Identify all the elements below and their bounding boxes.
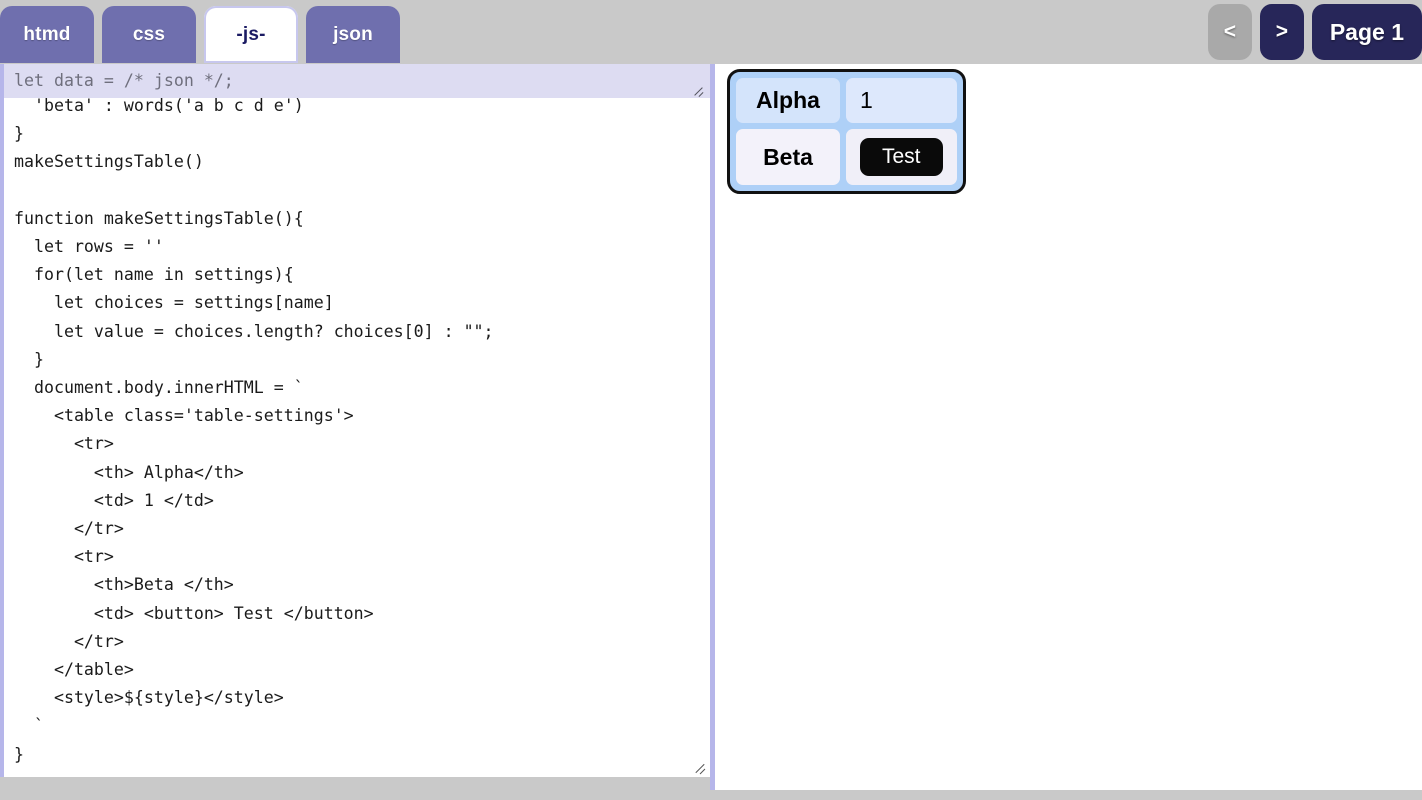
code-editor-textarea[interactable] — [4, 64, 710, 777]
next-page-button[interactable]: > — [1259, 4, 1304, 60]
tab-js[interactable]: -js- — [204, 6, 298, 63]
pager-controls: < > Page 1 — [1207, 4, 1422, 60]
tab-htmd[interactable]: htmd — [0, 6, 94, 63]
setting-value-beta: Test — [846, 129, 957, 185]
prev-page-button[interactable]: < — [1207, 4, 1252, 60]
top-bar: htmd css -js- json < > Page 1 — [0, 0, 1422, 64]
workspace: let data = /* json */; Alpha 1 Beta Test — [0, 64, 1422, 800]
editor-tab-bar: htmd css -js- json — [0, 6, 400, 63]
tab-json[interactable]: json — [306, 6, 400, 63]
setting-name-beta: Beta — [736, 129, 840, 185]
code-editor-pane: let data = /* json */; — [0, 64, 710, 777]
test-button[interactable]: Test — [860, 138, 943, 176]
setting-value-alpha: 1 — [846, 78, 957, 123]
resize-grip-icon[interactable] — [692, 759, 706, 773]
code-header-line-input[interactable]: let data = /* json */; — [4, 64, 710, 98]
setting-name-alpha: Alpha — [736, 78, 840, 123]
bottom-strip — [0, 790, 1422, 800]
preview-pane: Alpha 1 Beta Test — [710, 64, 1422, 792]
settings-table: Alpha 1 Beta Test — [727, 69, 966, 194]
table-row: Beta Test — [736, 129, 957, 185]
table-row: Alpha 1 — [736, 78, 957, 123]
tab-css[interactable]: css — [102, 6, 196, 63]
header-resize-grip-icon[interactable] — [692, 84, 704, 96]
page-indicator-button[interactable]: Page 1 — [1311, 4, 1422, 60]
